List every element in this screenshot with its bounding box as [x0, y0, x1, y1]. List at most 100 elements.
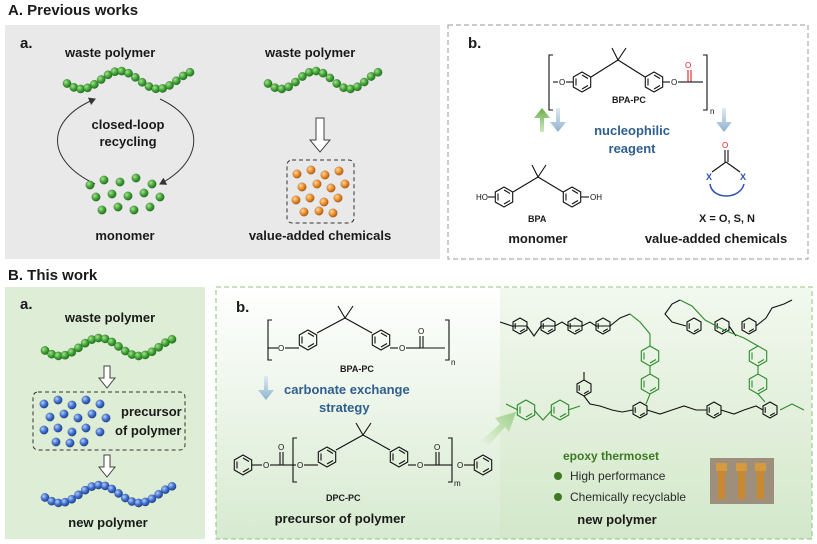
bpa-pc-label: BPA-PC — [612, 95, 646, 105]
orange-bead — [328, 208, 338, 218]
green-bead — [67, 347, 77, 357]
diagonal-arrow-icon — [482, 412, 516, 446]
strategy-line-1: carbonate exchange — [284, 382, 410, 397]
orange-bead — [319, 197, 329, 207]
strategy-line-2: strategy — [319, 400, 370, 415]
waste-polymer-left-label: waste polymer — [64, 45, 155, 60]
hydroxyl-left: HO — [476, 193, 488, 202]
value-added-b-label: value-added chemicals — [645, 231, 787, 246]
network-bond — [664, 299, 687, 327]
feature-high-performance: High performance — [570, 469, 666, 483]
network-bond — [629, 313, 651, 346]
network-bond — [720, 405, 764, 415]
blue-bead — [39, 425, 49, 435]
green-bead — [263, 79, 273, 88]
green-bead — [318, 68, 328, 78]
bullet-icon — [554, 472, 562, 480]
green-bead — [96, 75, 106, 84]
green-bead — [62, 79, 72, 88]
green-bead — [297, 72, 307, 81]
green-bead — [154, 342, 164, 352]
waste-polymer-chain-b — [40, 333, 177, 361]
green-bead — [124, 68, 133, 78]
panel-b-previous: b. n O O O BPA-PC nucleophil — [447, 24, 809, 260]
x-atom-left: X — [706, 172, 712, 182]
green-bead — [83, 83, 92, 93]
network-bond — [679, 299, 759, 347]
orange-bead — [305, 193, 315, 203]
up-arrow-icon — [534, 108, 550, 132]
green-bead — [123, 191, 133, 201]
blue-bead — [65, 438, 75, 448]
precursor-line-1: precursor — [121, 404, 182, 419]
network-bond — [533, 409, 553, 421]
monomer-b-label: monomer — [508, 231, 567, 246]
green-bead — [85, 180, 95, 190]
carbonyl-oxygen: O — [685, 61, 691, 70]
new-polymer-b-label: new polymer — [577, 512, 656, 527]
carbonyl-oxygen: O — [722, 141, 728, 150]
network-bond — [755, 299, 793, 327]
x-atom-right: X — [740, 172, 746, 182]
blue-bead — [95, 427, 105, 437]
panel-a-this-work: a. waste polymer precursor of polymer ne… — [5, 287, 205, 539]
recycling-label: recycling — [99, 134, 156, 149]
green-bead — [155, 192, 165, 202]
oxygen-atom: O — [278, 344, 284, 353]
down-arrow-icon — [716, 108, 732, 132]
green-bead — [113, 202, 123, 212]
panel-b-b-label: b. — [236, 299, 249, 316]
value-added-label: value-added chemicals — [249, 228, 391, 243]
blue-bead — [79, 437, 89, 447]
blue-bead — [95, 399, 105, 409]
green-bead — [373, 67, 383, 77]
panel-b-this-work: b. n O O O BPA-PC carbonate exchange — [215, 286, 813, 540]
blue-bead — [51, 437, 61, 447]
new-polymer-a-label: new polymer — [68, 515, 147, 530]
precursor-line-2: of polymer — [115, 423, 181, 438]
sample-photo — [710, 458, 774, 504]
oxygen-atom: O — [559, 78, 565, 87]
blue-bead — [81, 423, 91, 433]
thermoset-label: epoxy thermoset — [563, 449, 659, 463]
green-bead — [99, 175, 109, 185]
green-bead — [185, 67, 195, 77]
panel-a-b-background — [5, 287, 205, 539]
bullet-icon — [554, 493, 562, 501]
feature-recyclable: Chemically recyclable — [570, 490, 686, 504]
down-arrow-icon — [308, 117, 332, 153]
monomer-label: monomer — [95, 228, 154, 243]
section-b-title: B. This work — [8, 267, 98, 284]
network-bond — [567, 405, 581, 411]
precursor-b-label: precursor of polymer — [275, 511, 406, 526]
down-arrow-icon — [97, 454, 117, 478]
bpa-pc-structure-b: n O O O BPA-PC — [267, 305, 455, 374]
blue-bead — [160, 485, 170, 495]
panel-a-b-label: a. — [20, 296, 33, 313]
panel-a-background — [5, 25, 440, 259]
loop-arrow-left — [57, 97, 96, 185]
carbonyl-oxygen: O — [418, 327, 424, 336]
value-added-cluster — [291, 165, 350, 218]
green-bead — [97, 205, 107, 215]
network-bond — [505, 403, 519, 411]
green-bead — [171, 76, 181, 86]
green-bead — [73, 343, 83, 353]
green-bead — [167, 334, 177, 344]
hydroxyl-right: OH — [590, 193, 602, 202]
orange-bead — [326, 183, 336, 193]
blue-bead — [59, 409, 69, 419]
green-bead — [178, 71, 188, 81]
waste-polymer-chain-right — [263, 66, 383, 94]
orange-bead — [299, 207, 309, 217]
cyclic-product-structure: O X X X = O, S, N — [699, 141, 755, 225]
blue-bead — [167, 481, 177, 491]
green-bead — [114, 341, 123, 351]
orange-bead — [292, 169, 302, 179]
green-bead — [332, 79, 342, 88]
blue-bead — [120, 493, 130, 503]
blue-bead — [80, 485, 90, 495]
waste-polymer-right-label: waste polymer — [264, 45, 355, 60]
orange-bead — [291, 195, 301, 205]
green-bead — [325, 73, 335, 83]
